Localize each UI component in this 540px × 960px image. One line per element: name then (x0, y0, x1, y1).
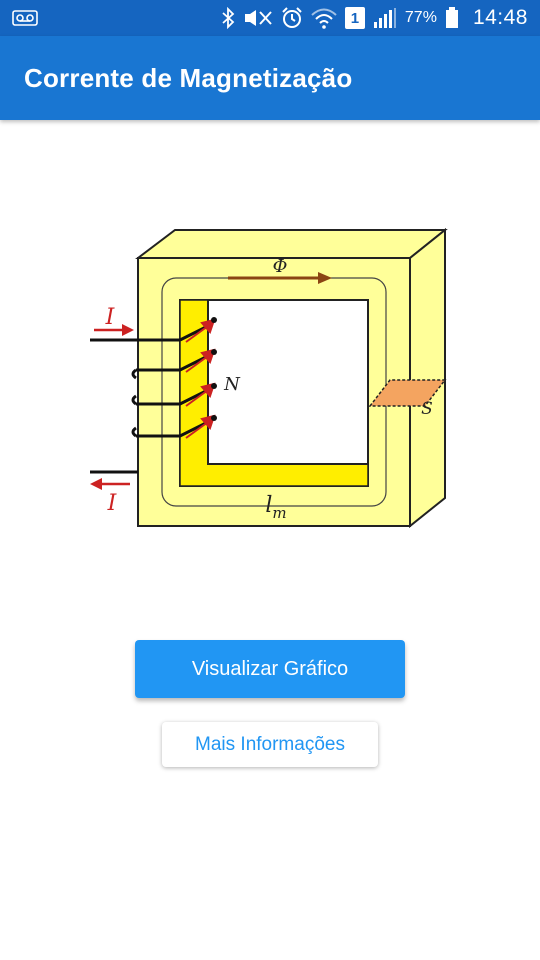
page-title: Corrente de Magnetização (24, 62, 353, 93)
length-label-sub: m (272, 504, 286, 522)
more-info-button[interactable]: Mais Informações (162, 722, 378, 767)
alarm-icon (282, 7, 302, 28)
length-label: lm (265, 493, 286, 522)
sim-slot-label: 1 (350, 9, 360, 27)
core-right-face (409, 227, 446, 529)
length-label-main: l (265, 493, 272, 518)
magnetic-core-diagram: Φ I N I S lm (90, 227, 448, 529)
app-bar: Corrente de Magnetização (0, 36, 540, 120)
sim-icon: 1 (344, 7, 365, 29)
area-label: S (421, 399, 433, 419)
winding-turns (131, 322, 213, 438)
wifi-icon (311, 8, 337, 29)
flux-arrow-head (318, 272, 332, 284)
clock: 14:48 (472, 6, 528, 29)
signal-icon (373, 8, 396, 28)
bluetooth-icon (222, 7, 235, 29)
status-bar: 1 77% 14:48 (0, 0, 540, 36)
winding-dots (211, 317, 217, 421)
output-current-label: I (107, 491, 118, 516)
cross-section (368, 379, 447, 407)
battery-icon (445, 7, 458, 28)
flux-label: Φ (273, 256, 288, 277)
turns-label: N (223, 374, 241, 395)
winding-red-arrows (185, 318, 216, 439)
core-window (207, 299, 369, 465)
input-current-label: I (105, 305, 116, 330)
core-top-face (135, 229, 448, 259)
mute-icon (244, 10, 272, 26)
voicemail-icon (12, 10, 38, 26)
battery-percent: 77% (404, 9, 437, 26)
visualize-graph-button[interactable]: Visualizar Gráfico (135, 640, 405, 698)
